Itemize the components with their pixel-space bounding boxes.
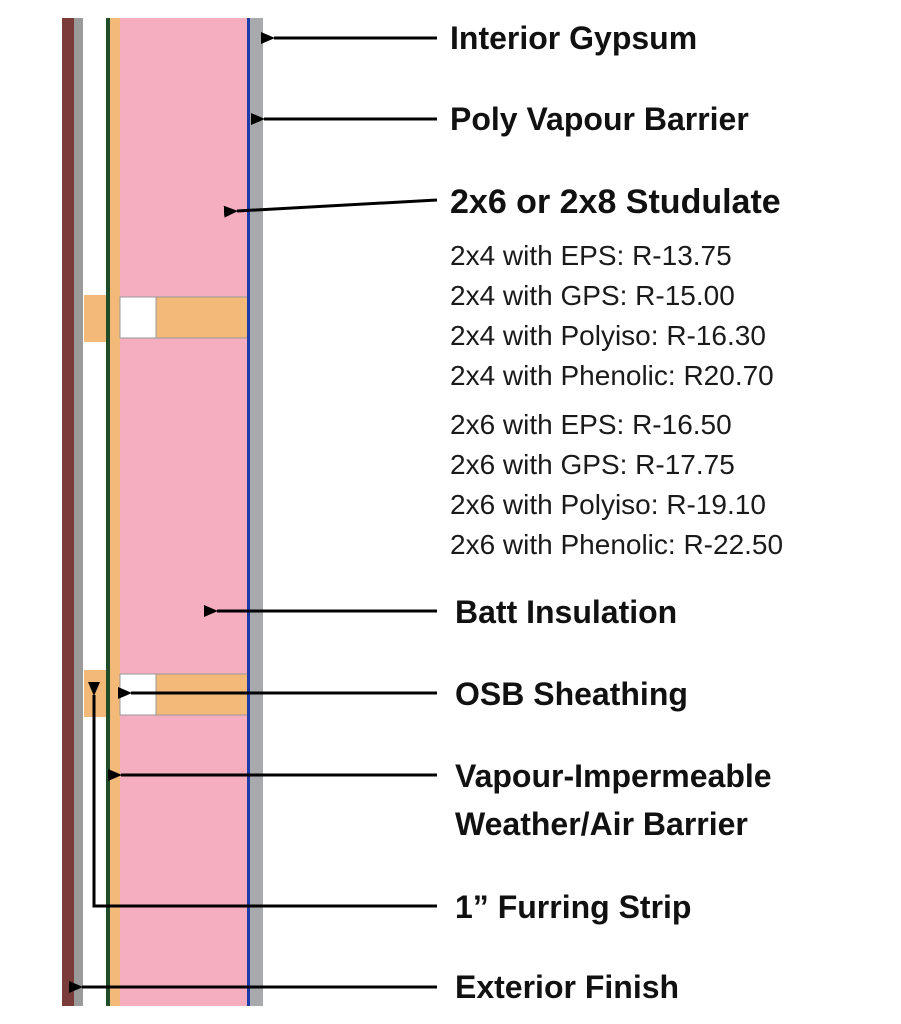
osb-sheathing-layer xyxy=(110,18,120,1006)
arrow-studulate xyxy=(223,198,438,218)
label-exterior-finish: Exterior Finish xyxy=(455,969,680,1005)
poly-vapour-barrier-layer xyxy=(247,18,250,1006)
label-batt-insulation: Batt Insulation xyxy=(455,594,678,630)
interior-gypsum-layer xyxy=(250,18,263,1006)
r-value-2x4-eps: 2x4 with EPS: R-13.75 xyxy=(450,240,732,271)
label-poly-vapour-barrier: Poly Vapour Barrier xyxy=(450,101,749,137)
furring-strip-upper xyxy=(84,295,106,342)
r-value-2x6-phenolic: 2x6 with Phenolic: R-22.50 xyxy=(450,529,784,560)
label-studulate: 2x6 or 2x8 Studulate xyxy=(450,183,781,221)
label-weather-barrier-line2: Weather/Air Barrier xyxy=(455,806,748,842)
label-weather-barrier-line1: Vapour-Impermeable xyxy=(455,758,772,794)
batt-insulation-layer xyxy=(120,18,248,1006)
studulate-foam-upper xyxy=(119,296,157,339)
exterior-finish-edge xyxy=(74,18,83,1006)
exterior-finish-layer xyxy=(62,18,74,1006)
label-osb-sheathing: OSB Sheathing xyxy=(455,676,688,712)
r-value-2x6-polyiso: 2x6 with Polyiso: R-19.10 xyxy=(450,489,766,520)
weather-air-barrier-layer xyxy=(106,18,110,1006)
arrow-furring-strip xyxy=(88,682,437,908)
label-furring-strip: 1” Furring Strip xyxy=(455,889,692,925)
r-value-2x4-polyiso: 2x4 with Polyiso: R-16.30 xyxy=(450,320,766,351)
r-value-2x4-phenolic: 2x4 with Phenolic: R20.70 xyxy=(450,360,774,391)
r-value-2x6-eps: 2x6 with EPS: R-16.50 xyxy=(450,409,732,440)
r-value-2x4-gps: 2x4 with GPS: R-15.00 xyxy=(450,280,735,311)
r-value-2x6-gps: 2x6 with GPS: R-17.75 xyxy=(450,449,735,480)
label-interior-gypsum: Interior Gypsum xyxy=(450,20,698,56)
